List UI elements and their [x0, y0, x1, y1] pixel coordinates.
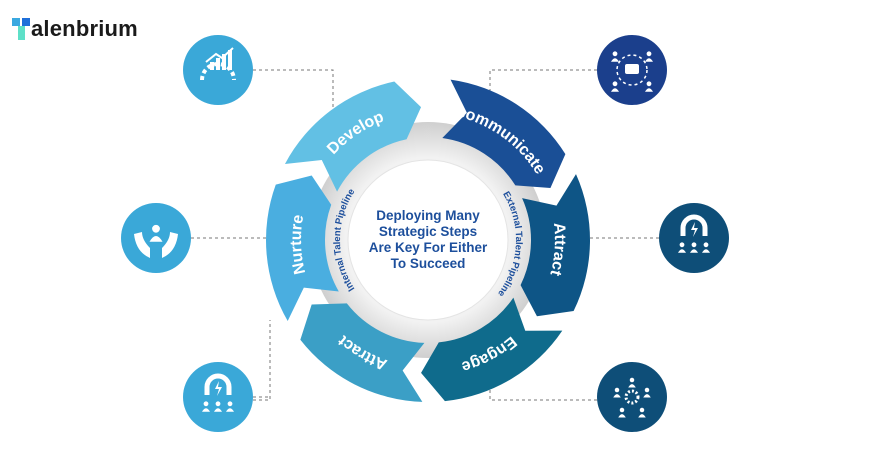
caring-hands-person-icon	[121, 203, 191, 273]
growth-chart-gear-icon	[183, 35, 253, 105]
segment-label: Nurture	[288, 213, 309, 275]
network-engage-people-icon	[597, 362, 667, 432]
segment-arrow-5	[284, 81, 422, 192]
segment-label: Attract	[546, 222, 568, 278]
logo-mark-icon	[12, 16, 34, 42]
center-line-1: Deploying Many	[376, 208, 480, 223]
logo-text: alenbrium	[31, 16, 138, 41]
segment-arrow-3	[300, 303, 425, 402]
segment-arrow-1	[520, 174, 591, 317]
segment-arrow-4	[266, 175, 339, 321]
talenbrium-logo: alenbrium	[12, 12, 138, 42]
magnet-attract-people-icon	[183, 362, 253, 432]
team-communication-icon	[597, 35, 667, 105]
center-line-4: To Succeed	[391, 256, 466, 271]
magnet-attract-people-icon	[659, 203, 729, 273]
connector-line	[253, 320, 271, 401]
segment-arrow-0	[442, 79, 566, 189]
center-line-3: Are Key For Either	[369, 240, 488, 255]
center-circle	[347, 159, 509, 321]
center-line-2: Strategic Steps	[379, 224, 477, 239]
segment-arrow-2	[421, 297, 563, 402]
